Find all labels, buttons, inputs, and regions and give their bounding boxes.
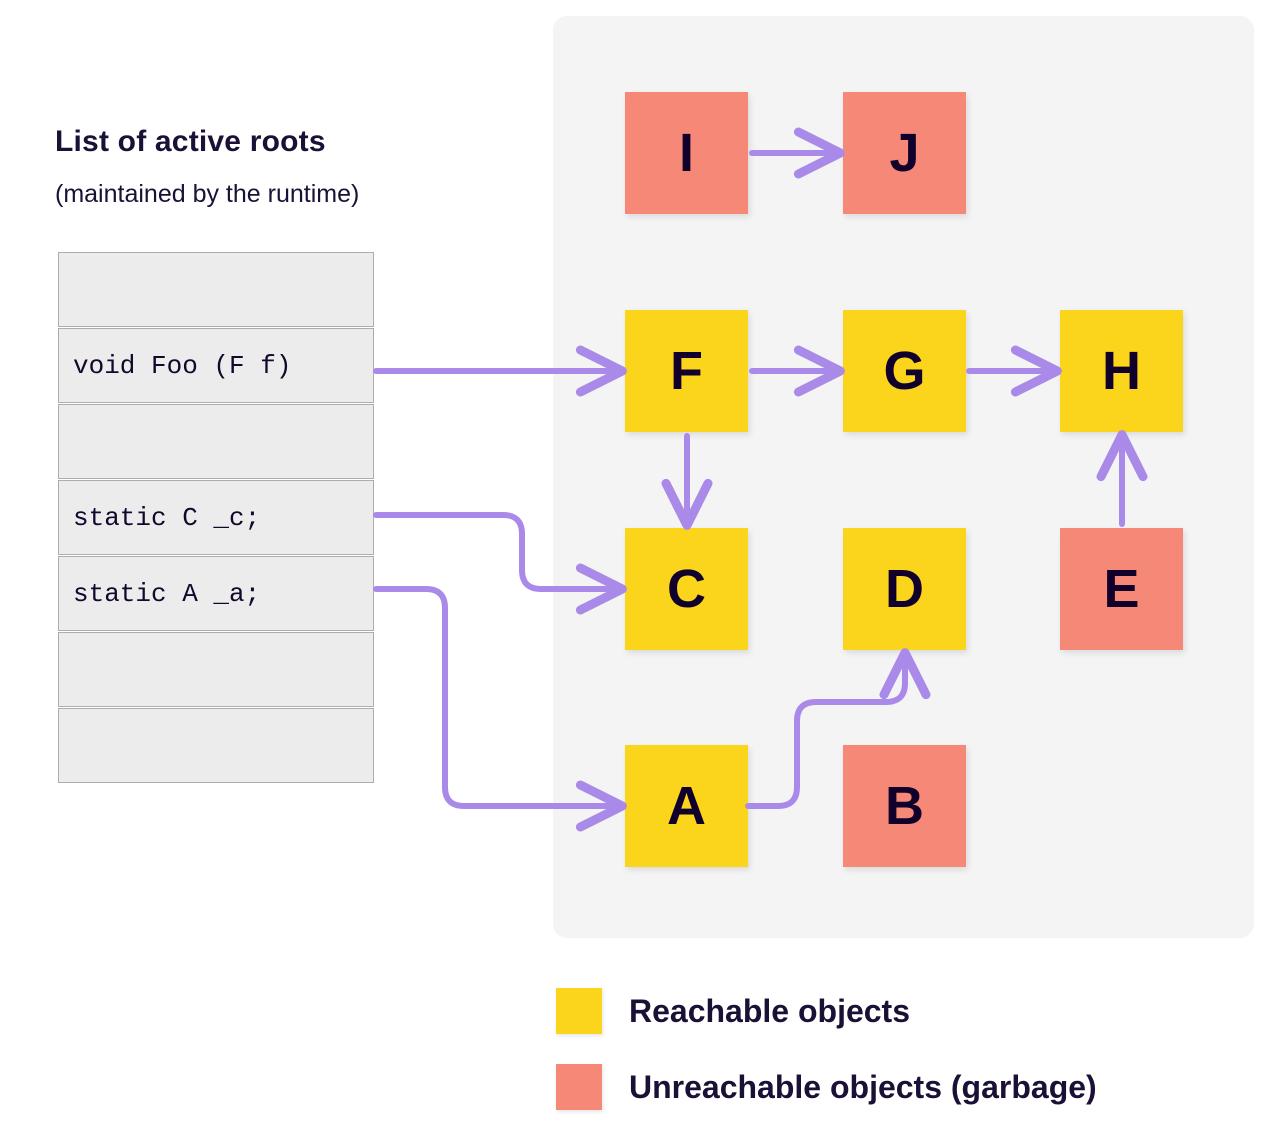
- object-node-F[interactable]: F: [625, 310, 748, 432]
- root-row-0: [58, 252, 374, 327]
- root-row-6: [58, 708, 374, 783]
- root-row-2: [58, 404, 374, 479]
- object-node-D[interactable]: D: [843, 528, 966, 650]
- root-row-static-c: static C _c;: [58, 480, 374, 555]
- object-node-C[interactable]: C: [625, 528, 748, 650]
- object-node-A[interactable]: A: [625, 745, 748, 867]
- legend-swatch-reachable-icon: [556, 988, 602, 1034]
- root-row-foo: void Foo (F f): [58, 328, 374, 403]
- object-node-B[interactable]: B: [843, 745, 966, 867]
- legend-item-unreachable: Unreachable objects (garbage): [556, 1064, 1097, 1110]
- legend-item-reachable: Reachable objects: [556, 988, 910, 1034]
- roots-title: List of active roots: [55, 125, 326, 158]
- root-row-5: [58, 632, 374, 707]
- object-node-I[interactable]: I: [625, 92, 748, 214]
- object-node-H[interactable]: H: [1060, 310, 1183, 432]
- legend-label-reachable: Reachable objects: [629, 992, 910, 1029]
- roots-table: void Foo (F f) static C _c; static A _a;: [58, 252, 374, 784]
- roots-subtitle: (maintained by the runtime): [55, 180, 360, 208]
- object-node-E[interactable]: E: [1060, 528, 1183, 650]
- legend-label-unreachable: Unreachable objects (garbage): [629, 1068, 1097, 1105]
- object-node-J[interactable]: J: [843, 92, 966, 214]
- legend-swatch-unreachable-icon: [556, 1064, 602, 1110]
- root-row-static-a: static A _a;: [58, 556, 374, 631]
- object-node-G[interactable]: G: [843, 310, 966, 432]
